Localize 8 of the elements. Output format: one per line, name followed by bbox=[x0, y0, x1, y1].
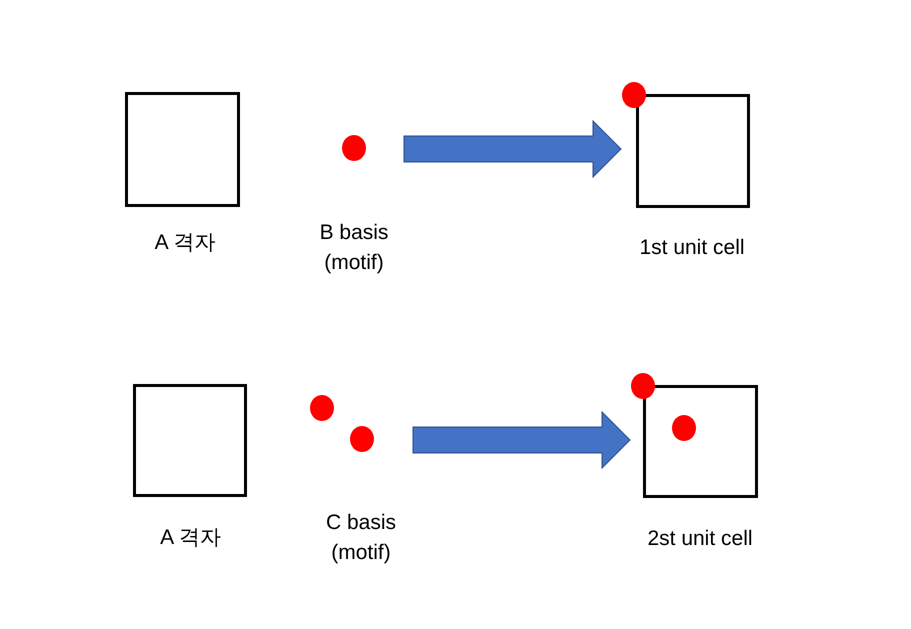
block-arrow bbox=[404, 120, 622, 178]
node-label: 2st unit cell bbox=[646, 526, 754, 552]
block-arrow bbox=[412, 410, 631, 470]
node-label: A 격자 bbox=[159, 525, 222, 551]
node-label: 1st unit cell bbox=[638, 235, 746, 261]
node-label: A 격자 bbox=[154, 230, 216, 256]
node-label: B basis (motif) bbox=[318, 220, 390, 276]
node-label: C basis (motif) bbox=[324, 510, 398, 566]
